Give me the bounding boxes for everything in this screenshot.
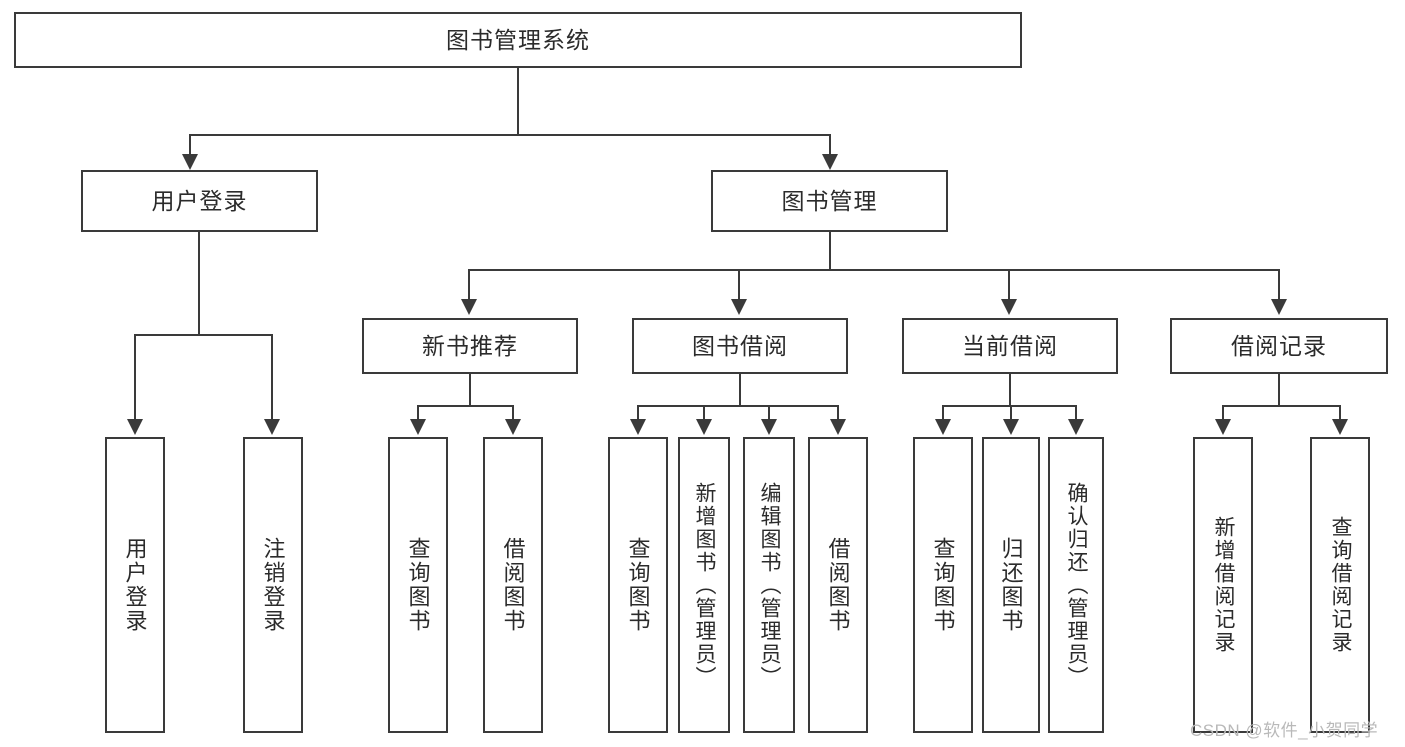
connector-cb-trunk	[1009, 374, 1011, 406]
connector-bm-leg-borrow-record	[1278, 269, 1280, 301]
connector-nbr-leg-2	[512, 405, 514, 421]
connector-nbr-branch-bar	[417, 405, 513, 407]
connector-bb-trunk	[739, 374, 741, 406]
node-user-login[interactable]: 用户登录	[81, 170, 318, 232]
arrow-user-login-to-user-login-leaf	[127, 419, 143, 435]
connector-user-login-branch-bar	[134, 334, 273, 336]
connector-bb-leg-3	[768, 405, 770, 421]
connector-cb-branch-bar	[942, 405, 1076, 407]
connector-root-branch-bar	[189, 134, 831, 136]
leaf-query-book-bb[interactable]: 查询图书	[608, 437, 668, 733]
leaf-add-borrow-record[interactable]: 新增借阅记录	[1193, 437, 1253, 733]
connector-bb-leg-4	[837, 405, 839, 421]
connector-br-trunk	[1278, 374, 1280, 406]
connector-nbr-trunk	[469, 374, 471, 406]
arrow-bm-to-current-borrow	[1001, 299, 1017, 315]
connector-book-management-trunk	[829, 232, 831, 270]
node-root-book-management-system[interactable]: 图书管理系统	[14, 12, 1022, 68]
arrow-bb-to-borrow-book	[830, 419, 846, 435]
leaf-logout[interactable]: 注销登录	[243, 437, 303, 733]
connector-bb-leg-2	[703, 405, 705, 421]
arrow-bb-to-add-book	[696, 419, 712, 435]
connector-cb-leg-2	[1010, 405, 1012, 421]
arrow-nbr-to-query-book	[410, 419, 426, 435]
connector-bm-leg-current-borrow	[1008, 269, 1010, 301]
node-new-book-recommend[interactable]: 新书推荐	[362, 318, 578, 374]
node-book-borrow[interactable]: 图书借阅	[632, 318, 848, 374]
arrow-br-to-query-record	[1332, 419, 1348, 435]
arrow-bm-to-book-borrow	[731, 299, 747, 315]
connector-br-leg-1	[1222, 405, 1224, 421]
arrow-cb-to-query-book	[935, 419, 951, 435]
arrow-bm-to-new-book-recommend	[461, 299, 477, 315]
arrow-bm-to-borrow-record	[1271, 299, 1287, 315]
arrow-root-to-user-login	[182, 154, 198, 170]
node-book-management[interactable]: 图书管理	[711, 170, 948, 232]
leaf-query-borrow-record[interactable]: 查询借阅记录	[1310, 437, 1370, 733]
leaf-query-book-nbr[interactable]: 查询图书	[388, 437, 448, 733]
arrow-cb-to-confirm-return	[1068, 419, 1084, 435]
connector-nbr-leg-1	[417, 405, 419, 421]
connector-root-to-book-management-leg	[829, 134, 831, 156]
connector-br-branch-bar	[1222, 405, 1340, 407]
connector-br-leg-2	[1339, 405, 1341, 421]
node-current-borrow[interactable]: 当前借阅	[902, 318, 1118, 374]
connector-root-to-user-login-leg	[189, 134, 191, 156]
leaf-user-login[interactable]: 用户登录	[105, 437, 165, 733]
leaf-edit-book-admin[interactable]: 编辑图书（管理员）	[743, 437, 795, 733]
connector-book-management-branch-bar	[468, 269, 1280, 271]
leaf-add-book-admin[interactable]: 新增图书（管理员）	[678, 437, 730, 733]
csdn-watermark: CSDN @软件_小贺同学	[1190, 721, 1379, 740]
connector-cb-leg-1	[942, 405, 944, 421]
connector-root-trunk	[517, 68, 519, 136]
connector-bm-leg-new-book	[468, 269, 470, 301]
arrow-root-to-book-management	[822, 154, 838, 170]
leaf-query-book-cb[interactable]: 查询图书	[913, 437, 973, 733]
connector-bb-leg-1	[637, 405, 639, 421]
leaf-borrow-book-bb[interactable]: 借阅图书	[808, 437, 868, 733]
connector-user-login-leg-1	[134, 334, 136, 421]
leaf-confirm-return-admin[interactable]: 确认归还（管理员）	[1048, 437, 1104, 733]
arrow-br-to-add-record	[1215, 419, 1231, 435]
node-borrow-record[interactable]: 借阅记录	[1170, 318, 1388, 374]
arrow-bb-to-edit-book	[761, 419, 777, 435]
arrow-user-login-to-logout-leaf	[264, 419, 280, 435]
connector-bb-branch-bar	[637, 405, 838, 407]
arrow-bb-to-query-book	[630, 419, 646, 435]
leaf-return-book[interactable]: 归还图书	[982, 437, 1040, 733]
arrow-cb-to-return-book	[1003, 419, 1019, 435]
connector-user-login-trunk	[198, 232, 200, 335]
leaf-borrow-book-nbr[interactable]: 借阅图书	[483, 437, 543, 733]
arrow-nbr-to-borrow-book	[505, 419, 521, 435]
connector-user-login-leg-2	[271, 334, 273, 421]
connector-bm-leg-book-borrow	[738, 269, 740, 301]
connector-cb-leg-3	[1075, 405, 1077, 421]
